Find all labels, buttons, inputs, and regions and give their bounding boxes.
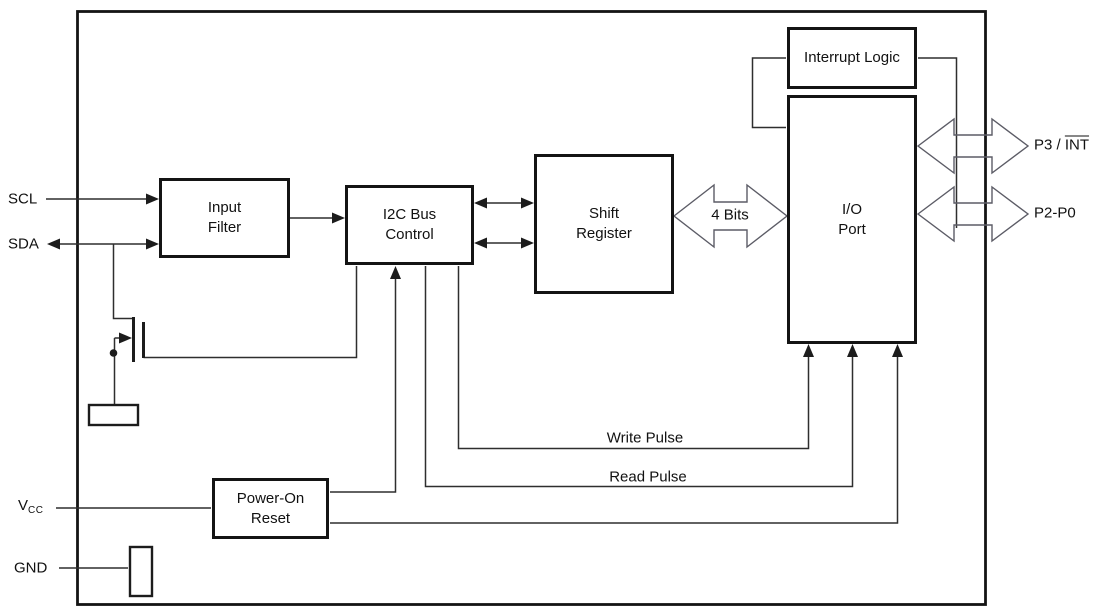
block-input-filter: Input Filter — [159, 178, 290, 258]
port-arrow-p3-int — [916, 117, 1030, 175]
arrowhead-por-ioport — [892, 344, 903, 357]
pin-label-vcc-main: V — [18, 497, 29, 514]
block-io-port: I/O Port — [787, 95, 917, 344]
junction-dot — [109, 349, 118, 357]
arrowhead-bidir2-right — [521, 237, 534, 249]
chip-boundary — [76, 10, 987, 606]
block-shift-register: Shift Register — [534, 154, 674, 294]
wire-sda-mosfet-drain — [112, 244, 132, 320]
block-io-port-line2: Port — [838, 220, 866, 238]
arrowhead-sda-out — [47, 238, 60, 250]
pin-label-vcc-sub: CC — [28, 505, 44, 516]
pin-label-gnd: GND — [14, 559, 48, 577]
arrowhead-por-control — [390, 266, 401, 279]
arrowhead-read-pulse — [847, 344, 858, 357]
pin-label-p3-int: P3 / INT — [1034, 137, 1089, 154]
arrowhead-bidir1-right — [521, 197, 534, 209]
signal-label-read-pulse: Read Pulse — [609, 468, 687, 486]
wire-interrupt-to-p3 — [918, 57, 958, 228]
block-i2c-bus-control-line2: Control — [385, 226, 434, 243]
arrowhead-bidir2-left — [474, 237, 487, 249]
arrowhead-write-pulse — [803, 344, 814, 357]
wire-interrupt-feedback — [751, 57, 786, 129]
pin-label-vcc: VCC — [18, 497, 43, 519]
arrowhead-mosfet-body — [119, 332, 132, 344]
block-shift-register-line1: Shift — [588, 205, 619, 222]
block-i2c-bus-control-line1: I2C Bus — [382, 206, 437, 223]
block-i2c-bus-control: I2C Bus Control — [345, 185, 474, 265]
wire-por-to-ioport — [330, 356, 899, 524]
block-interrupt-logic-label: Interrupt Logic — [804, 49, 900, 66]
pin-label-p3-prefix: P3 / — [1034, 136, 1065, 154]
wire-por-to-control — [330, 278, 397, 493]
signal-label-write-pulse: Write Pulse — [606, 429, 684, 447]
arrowhead-bidir1-left — [474, 197, 487, 209]
wire-mosfet-gate — [143, 266, 358, 359]
wire-mosfet-source — [113, 337, 120, 404]
block-io-port-line1: I/O — [841, 200, 862, 218]
signal-label-4bits: 4 Bits — [711, 206, 749, 224]
block-power-on-reset: Power-On Reset — [212, 478, 329, 539]
arrowhead-filter-control — [332, 212, 345, 224]
pin-label-int-overline: INT — [1064, 136, 1090, 154]
pin-label-sda: SDA — [8, 235, 39, 253]
wire-write-pulse — [457, 266, 810, 450]
block-input-filter-line2: Filter — [207, 219, 242, 236]
pin-label-p2-p0: P2-P0 — [1034, 204, 1076, 222]
mosfet-symbol — [87, 317, 145, 427]
arrowhead-sda-in — [146, 238, 159, 250]
wire-read-pulse — [424, 266, 854, 488]
block-interrupt-logic: Interrupt Logic — [787, 27, 917, 89]
block-input-filter-line1: Input — [207, 199, 242, 216]
block-power-on-reset-line2: Reset — [250, 509, 291, 527]
arrowheads — [47, 193, 903, 357]
block-shift-register-line2: Register — [576, 225, 632, 242]
gnd-substrate-box — [128, 545, 154, 598]
arrowhead-scl-in — [146, 193, 159, 205]
port-arrow-p2-p0 — [916, 185, 1030, 243]
mosfet-substrate-box — [87, 403, 140, 427]
pin-label-scl: SCL — [8, 190, 38, 208]
block-power-on-reset-line1: Power-On — [236, 489, 305, 507]
